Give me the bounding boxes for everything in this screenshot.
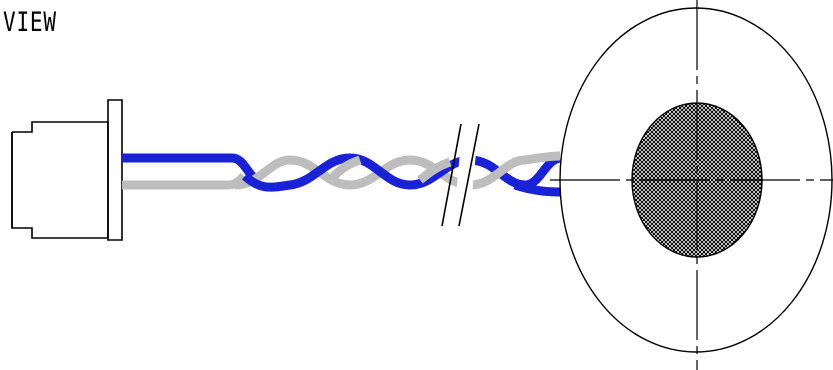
- view-label: VIEW: [3, 7, 57, 38]
- cable-break-symbol: [441, 123, 480, 227]
- twisted-pair-left: [234, 153, 471, 192]
- twisted-pair-right: [469, 151, 562, 197]
- connector-plug-icon: [11, 99, 123, 241]
- round-sensor-icon: [550, 0, 833, 370]
- wire-leads: [122, 153, 258, 190]
- sensor-centerlines: [550, 0, 833, 370]
